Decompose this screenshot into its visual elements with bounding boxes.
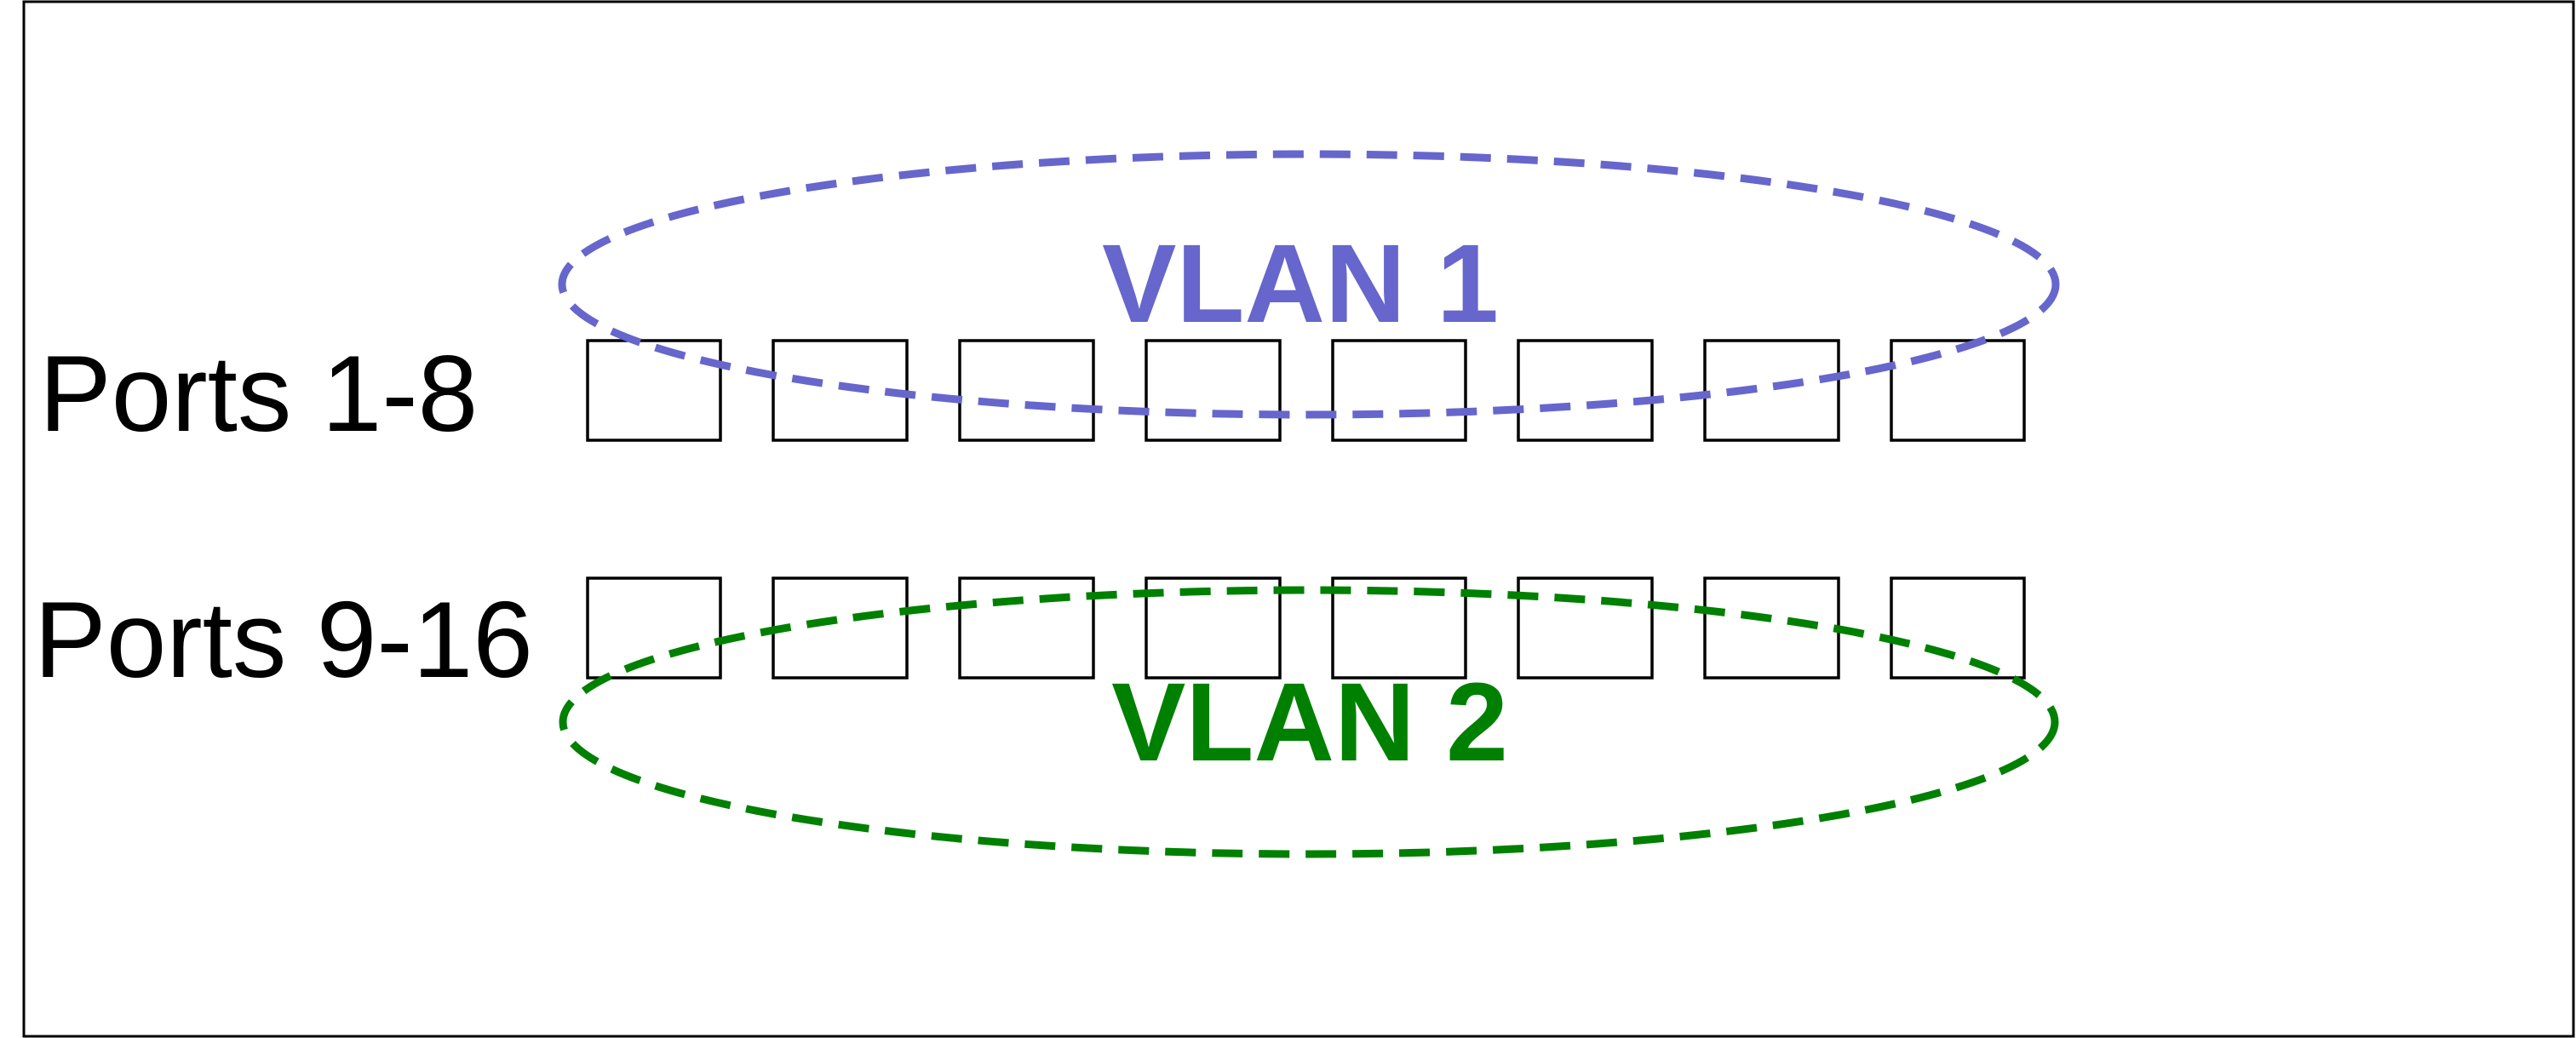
vlan-1-label: VLAN 1 — [1102, 221, 1499, 346]
port-4 — [1145, 339, 1282, 442]
port-10 — [772, 576, 909, 680]
vlan-1-group: VLAN 1 — [558, 150, 2060, 419]
port-7 — [1703, 339, 1840, 442]
diagram-frame — [22, 0, 2575, 1038]
row-label-ports-1-8: Ports 1-8 — [39, 333, 478, 454]
vlan-1-ellipse — [558, 150, 2060, 419]
port-5 — [1331, 339, 1467, 442]
port-1 — [586, 339, 722, 442]
row-label-ports-9-16: Ports 9-16 — [34, 579, 533, 700]
port-3 — [958, 339, 1095, 442]
port-row-1 — [586, 339, 2026, 442]
port-15 — [1703, 576, 1840, 680]
port-12 — [1145, 576, 1282, 680]
port-8 — [1890, 339, 2026, 442]
port-14 — [1517, 576, 1654, 680]
vlan-2-group: VLAN 2 — [559, 586, 2059, 858]
vlan-2-ellipse — [559, 586, 2059, 858]
port-11 — [958, 576, 1095, 680]
port-16 — [1890, 576, 2026, 680]
port-6 — [1517, 339, 1654, 442]
vlan-2-label: VLAN 2 — [1111, 659, 1508, 784]
port-2 — [772, 339, 909, 442]
